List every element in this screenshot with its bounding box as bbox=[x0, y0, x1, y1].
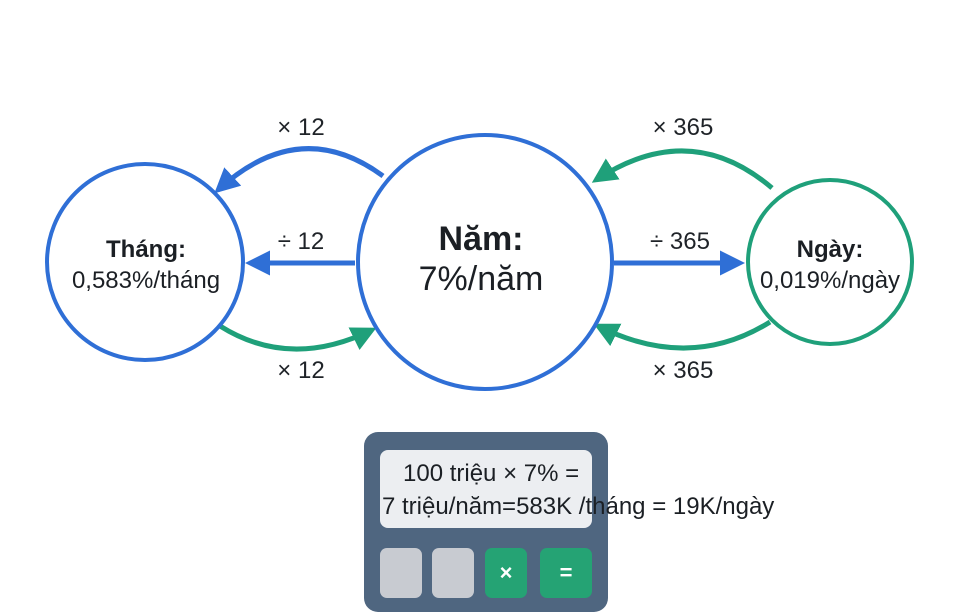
calculator-key-blank-2[interactable] bbox=[432, 548, 474, 598]
calculator-screen bbox=[380, 450, 592, 528]
year-node-value: 7%/năm bbox=[419, 260, 544, 298]
year-node-circle bbox=[356, 133, 614, 391]
edge-label-left-bottom: × 12 bbox=[277, 357, 324, 384]
month-node-title: Tháng: bbox=[106, 236, 186, 263]
calculator-key-multiply[interactable]: × bbox=[485, 548, 527, 598]
month-node-circle bbox=[45, 162, 245, 362]
arrow-day-to-year-bottom bbox=[593, 319, 772, 351]
edge-label-right-bottom: × 365 bbox=[653, 357, 714, 384]
conversion-diagram: Năm: 7%/năm Tháng: 0,583%/tháng Ngày: 0,… bbox=[45, 114, 914, 391]
year-node-title: Năm: bbox=[438, 220, 523, 258]
edge-label-right-middle: ÷ 365 bbox=[650, 228, 710, 255]
arrow-year-to-month-top bbox=[214, 146, 385, 194]
calculator-display-line-1: 100 triệu × 7% = bbox=[403, 460, 580, 487]
arrow-month-to-year-bottom bbox=[218, 323, 377, 352]
diagram-canvas: Năm: 7%/năm Tháng: 0,583%/tháng Ngày: 0,… bbox=[45, 114, 914, 612]
calculator-display-line-2: 7 triệu/năm=583K /tháng = 19K/ngày bbox=[382, 493, 775, 520]
day-node-value: 0,019%/ngày bbox=[760, 267, 900, 294]
arrow-day-to-year-top bbox=[591, 148, 774, 190]
month-node-value: 0,583%/tháng bbox=[72, 267, 220, 294]
day-node-title: Ngày: bbox=[797, 236, 864, 263]
day-node-circle bbox=[746, 178, 914, 346]
edge-label-left-top: × 12 bbox=[277, 114, 324, 141]
edge-label-left-middle: ÷ 12 bbox=[278, 228, 325, 255]
calculator-key-equals[interactable]: = bbox=[540, 548, 592, 598]
edge-label-right-top: × 365 bbox=[653, 114, 714, 141]
calculator-key-blank-1[interactable] bbox=[380, 548, 422, 598]
